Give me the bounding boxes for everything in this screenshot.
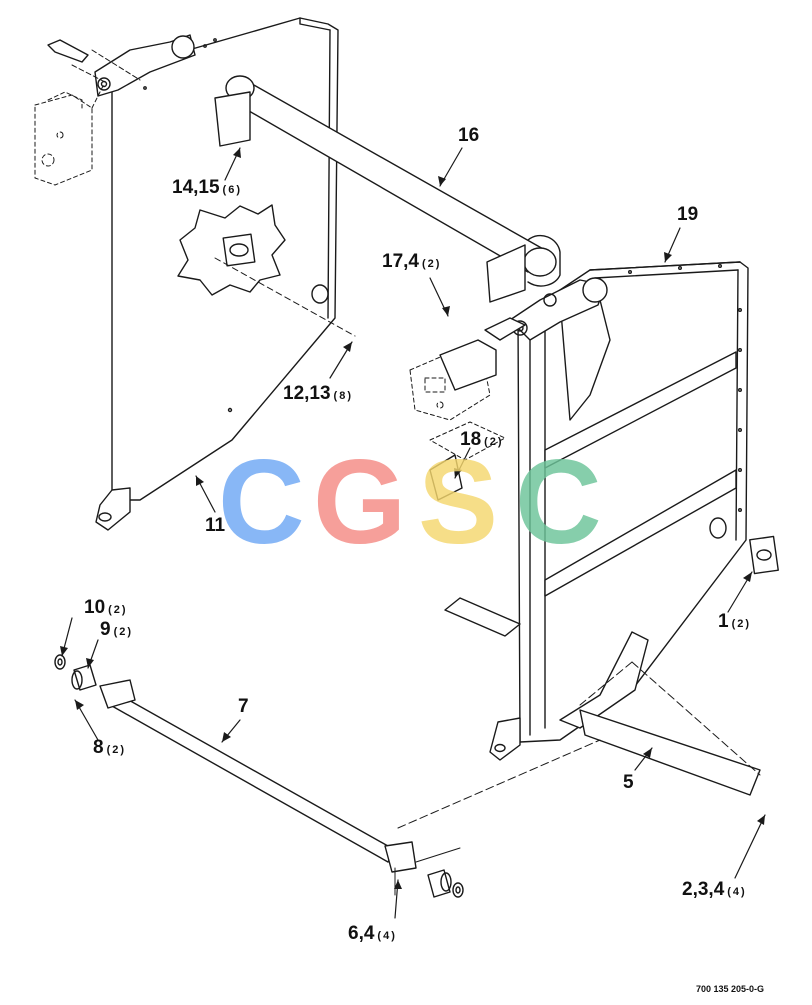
- callout-19: 19: [677, 205, 698, 224]
- watermark-letter-c1: C: [218, 435, 305, 569]
- callout-1: 1(2): [718, 612, 751, 631]
- cross-tube: [214, 75, 561, 303]
- callout-6-4-qty: (4): [377, 930, 397, 942]
- callout-1-text: 1: [718, 611, 729, 632]
- callout-17-4-text: 17,4: [382, 251, 419, 272]
- callout-1-qty: (2): [731, 618, 752, 630]
- callout-8-qty: (2): [106, 744, 127, 756]
- callout-10-text: 10: [84, 597, 106, 618]
- lower-shaft: [54, 654, 601, 898]
- bottom-cross-bar: [444, 597, 761, 796]
- right-side-panel: [489, 261, 779, 761]
- callout-18-text: 18: [460, 429, 482, 450]
- callout-12-13-text: 12,13: [283, 383, 331, 404]
- callout-16-text: 16: [458, 125, 480, 146]
- watermark-letter-s: S: [418, 435, 499, 569]
- callout-10-qty: (2): [108, 604, 128, 616]
- callout-8: 8(2): [93, 738, 126, 757]
- left-side-panel: [94, 17, 356, 531]
- callout-14-15-text: 14,15: [172, 177, 220, 198]
- drawing-number: 700 135 205-0-G: [696, 984, 765, 994]
- callout-18: 18(2): [460, 430, 504, 449]
- callout-12-13: 12,13(8): [283, 384, 353, 403]
- center-mount-plate: [429, 317, 526, 501]
- callout-14-15: 14,15(6): [172, 178, 242, 197]
- watermark-letter-c2: C: [515, 435, 602, 569]
- callout-10: 10(2): [84, 598, 128, 617]
- ghost-bracket-top-left: [34, 83, 105, 186]
- callout-14-15-qty: (6): [222, 184, 242, 196]
- callout-17-4-qty: (2): [421, 258, 442, 270]
- callout-6-4: 6,4(4): [348, 924, 397, 943]
- callout-17-4: 17,4(2): [382, 252, 441, 271]
- callout-11-text: 11: [205, 515, 226, 536]
- callout-12-13-qty: (8): [333, 390, 353, 402]
- callout-19-text: 19: [677, 204, 699, 225]
- callout-5-text: 5: [623, 772, 634, 793]
- callout-2-3-4: 2,3,4(4): [682, 880, 747, 899]
- watermark-letter-g: G: [313, 435, 407, 569]
- callout-5: 5: [623, 773, 634, 792]
- callout-8-text: 8: [93, 737, 104, 758]
- leader-arrowheads: [60, 148, 765, 889]
- callout-6-4-text: 6,4: [348, 923, 375, 944]
- callout-7-text: 7: [238, 696, 249, 717]
- callout-9: 9(2): [100, 620, 133, 639]
- pin-top-left: [47, 39, 141, 83]
- callout-7: 7: [238, 697, 249, 716]
- callout-2-3-4-text: 2,3,4: [682, 879, 725, 900]
- callout-11: 11: [205, 516, 225, 535]
- callout-2-3-4-qty: (4): [727, 886, 747, 898]
- callout-9-qty: (2): [113, 626, 134, 638]
- callout-9-text: 9: [100, 619, 111, 640]
- callout-16: 16: [458, 126, 479, 145]
- callout-18-qty: (2): [484, 436, 504, 448]
